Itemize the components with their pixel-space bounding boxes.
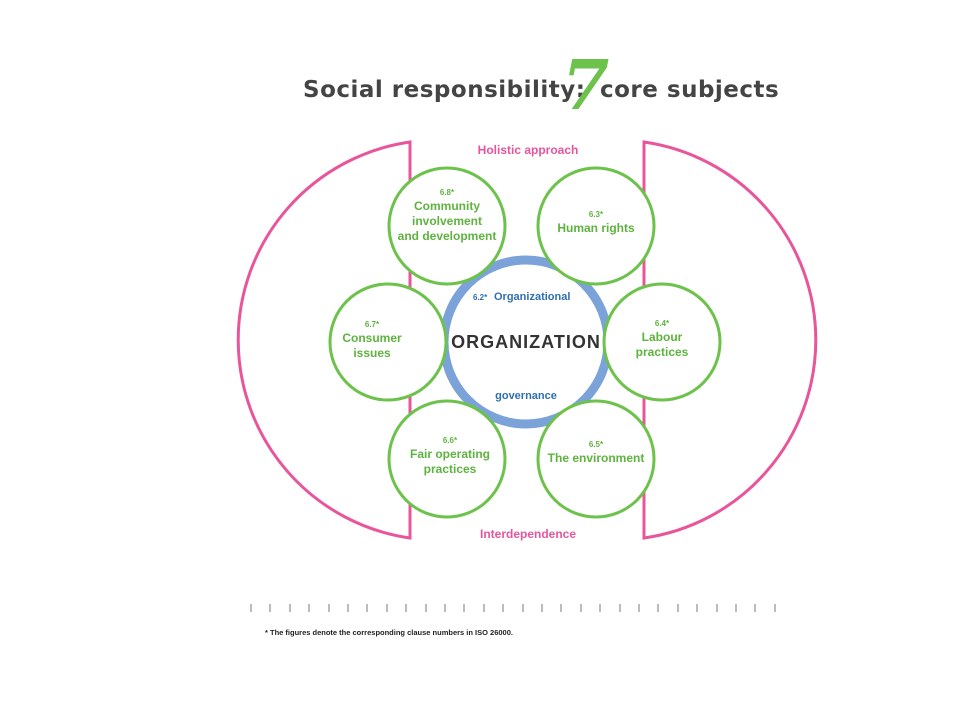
ruler-tick	[424, 604, 427, 612]
ruler-tick	[618, 604, 621, 612]
subject-label-community-line3: and development	[398, 229, 497, 243]
subject-label-consumer-line1: Consumer	[342, 331, 402, 345]
ruler-tick	[541, 604, 543, 612]
subject-circle-community	[387, 166, 507, 286]
ruler-tick	[366, 604, 369, 612]
subject-circle-consumer	[328, 282, 448, 402]
ruler-tick	[385, 604, 388, 612]
organization-label: ORGANIZATION	[451, 332, 601, 352]
ruler-tick	[250, 604, 252, 612]
subject-label-environment-line1: The environment	[548, 451, 645, 465]
ruler-tick	[599, 604, 602, 612]
ruler-tick	[735, 604, 737, 612]
ruler-tick	[463, 604, 466, 612]
ruler-tick	[308, 604, 311, 612]
subject-number-environment: 6.5*	[589, 440, 604, 449]
ruler-tick	[444, 604, 446, 612]
ruler-tick	[482, 604, 485, 612]
subject-circle-human-rights	[536, 166, 656, 286]
ruler-tick	[521, 604, 524, 612]
subject-circles	[328, 166, 722, 519]
governance-label-line1: Organizational	[494, 291, 570, 303]
ruler-tick	[269, 604, 272, 612]
subject-label-labour-line1: Labour	[642, 330, 683, 344]
ruler-tick	[754, 604, 757, 612]
governance-label-line2: governance	[495, 390, 557, 402]
subject-circle-labour	[602, 282, 722, 402]
ruler-tick	[327, 604, 330, 612]
subject-number-fair-operating: 6.6*	[443, 436, 458, 445]
ruler-tick	[638, 604, 640, 612]
subject-number-community: 6.8*	[440, 188, 455, 197]
ruler-tick	[560, 604, 563, 612]
ruler-tick	[676, 604, 679, 612]
diagram-title: Social responsibility: 7 core subjects	[300, 52, 780, 122]
title-prefix: Social responsibility:	[303, 77, 586, 103]
subject-label-fair-operating-line1: Fair operating	[410, 447, 490, 461]
holistic-approach-label: Holistic approach	[478, 143, 579, 157]
subject-label-labour-line2: practices	[636, 345, 689, 359]
subject-circle-environment	[536, 399, 656, 519]
ruler-tick	[696, 604, 699, 612]
subject-number-human-rights: 6.3*	[589, 210, 604, 219]
subject-number-consumer: 6.7*	[365, 320, 380, 329]
ruler-tick	[715, 604, 718, 612]
right-bracket	[642, 140, 818, 540]
subject-label-community-line1: Community	[414, 199, 480, 213]
left-bracket	[236, 140, 412, 540]
subject-label-community-line2: involvement	[412, 214, 482, 228]
subject-circle-fair-operating	[387, 399, 507, 519]
ruler-tick	[405, 604, 408, 612]
subject-label-human-rights-line1: Human rights	[557, 221, 635, 235]
ruler-tick	[657, 604, 660, 612]
subject-number-labour: 6.4*	[655, 319, 670, 328]
title-suffix: core subjects	[600, 77, 780, 103]
ruler-tick	[502, 604, 505, 612]
ruler-tick	[579, 604, 582, 612]
ruler-tick	[288, 604, 291, 612]
interdependence-label: Interdependence	[480, 527, 576, 541]
ruler-tick	[347, 604, 349, 612]
ruler-tick	[773, 604, 776, 612]
subject-label-consumer-line2: issues	[353, 346, 391, 360]
ruler-scale	[250, 604, 790, 614]
subject-label-fair-operating-line2: practices	[424, 462, 477, 476]
governance-number: 6.2*	[473, 293, 488, 302]
title-number: 7	[562, 46, 610, 126]
footnote: * The figures denote the corresponding c…	[265, 628, 513, 637]
